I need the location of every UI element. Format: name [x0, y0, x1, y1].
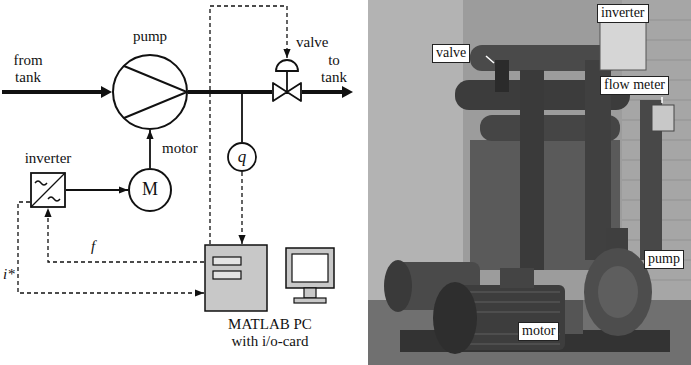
pc-symbol: MATLAB PC with i/o-card — [204, 244, 336, 312]
signal-line — [210, 6, 287, 244]
pc-symbol-outline — [204, 244, 336, 312]
pipe-line — [188, 90, 272, 94]
photo-tag: pump — [644, 250, 684, 269]
valve-symbol: valve — [272, 58, 302, 102]
signal-name: i* — [2, 266, 16, 283]
photo-tag: motor — [518, 322, 559, 341]
signal-line — [18, 202, 204, 293]
symbol-letter: q — [238, 148, 247, 167]
signal-line — [241, 172, 242, 244]
flow-meter-symbol: q — [227, 142, 257, 172]
photo-tag: flow meter — [600, 76, 669, 95]
power-line — [66, 189, 128, 191]
pipe-label: to tank — [316, 52, 352, 85]
component-label: inverter — [8, 150, 88, 167]
component-label: motor — [162, 140, 198, 157]
photo-tag: valve — [432, 44, 470, 63]
pump-symbol: pump — [112, 54, 188, 130]
inverter-symbol-outline — [30, 172, 66, 208]
pump-symbol-outline — [112, 54, 188, 130]
component-label: MATLAB PC with i/o-card — [220, 316, 320, 351]
symbol-letter: M — [142, 180, 158, 200]
component-label: pump — [100, 28, 200, 45]
motor-symbol: Mmotor — [128, 168, 172, 212]
signal-line — [48, 208, 204, 262]
power-line — [149, 130, 151, 168]
inverter-symbol: inverter — [30, 172, 66, 208]
pipe-label: from tank — [8, 52, 48, 85]
component-label: valve — [296, 34, 328, 51]
photo-tag: inverter — [597, 4, 649, 23]
valve-symbol-outline — [272, 58, 302, 102]
signal-name: f — [90, 238, 96, 255]
